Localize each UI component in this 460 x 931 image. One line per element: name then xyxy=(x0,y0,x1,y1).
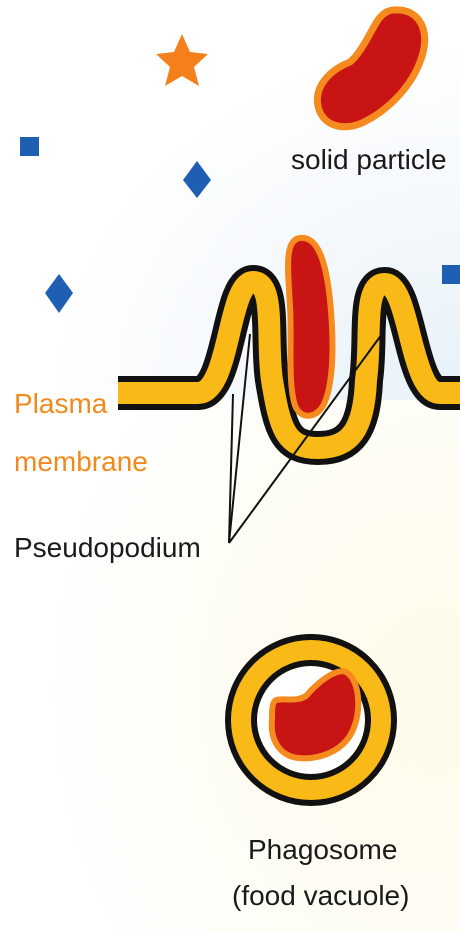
phagosome-label-line1: Phagosome xyxy=(248,836,397,864)
phagosome-label-line2: (food vacuole) xyxy=(232,882,409,910)
pseudopodium-label: Pseudopodium xyxy=(14,534,201,562)
engulfed-particle xyxy=(288,238,332,416)
phagosome xyxy=(241,650,381,790)
plasma-membrane-label-line1: Plasma xyxy=(14,390,107,418)
blue-square-icon xyxy=(20,137,39,156)
blue-square-icon xyxy=(442,265,460,284)
plasma-membrane-label-line2: membrane xyxy=(14,448,148,476)
solid-particle-label: solid particle xyxy=(291,146,447,174)
